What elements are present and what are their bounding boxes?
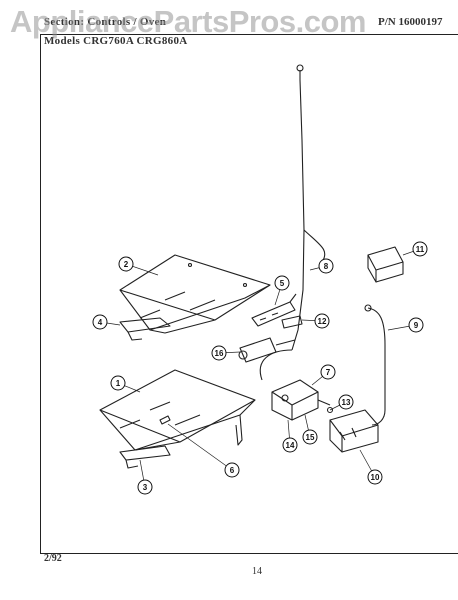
callout-6: 6 [224, 462, 240, 478]
svg-text:16: 16 [215, 349, 224, 358]
svg-text:12: 12 [318, 317, 327, 326]
callout-markers: 1 2 3 4 5 6 7 8 9 10 11 12 13 14 15 16 [92, 241, 428, 495]
svg-text:4: 4 [98, 318, 103, 327]
svg-text:13: 13 [342, 398, 351, 407]
callout-9: 9 [408, 317, 424, 333]
part-capillary-tube [291, 64, 326, 351]
part-screw [159, 415, 171, 425]
svg-text:6: 6 [230, 466, 235, 475]
callout-4: 4 [92, 314, 108, 330]
part-upper-baffle [119, 254, 271, 334]
part-burner-orifice [281, 315, 303, 329]
part-igniter [251, 293, 297, 327]
svg-text:7: 7 [326, 368, 331, 377]
callout-15: 15 [302, 429, 318, 445]
svg-text:2: 2 [124, 260, 129, 269]
svg-text:10: 10 [371, 473, 380, 482]
svg-text:14: 14 [286, 441, 295, 450]
svg-text:15: 15 [306, 433, 315, 442]
part-gas-valve [259, 349, 331, 421]
callout-8: 8 [318, 258, 334, 274]
svg-text:9: 9 [414, 321, 419, 330]
part-bracket-3 [119, 445, 171, 469]
diagram-frame [40, 34, 458, 554]
callout-1: 1 [110, 375, 126, 391]
part-thermostat [326, 406, 379, 453]
callout-2: 2 [118, 256, 134, 272]
svg-text:11: 11 [416, 245, 425, 254]
callout-7: 7 [320, 364, 336, 380]
svg-text:1: 1 [116, 379, 121, 388]
callout-5: 5 [274, 275, 290, 291]
header-models: Models CRG760A CRG860A [44, 35, 188, 47]
callout-14: 14 [282, 437, 298, 453]
svg-text:5: 5 [280, 279, 285, 288]
callout-3: 3 [137, 479, 153, 495]
svg-text:3: 3 [143, 483, 148, 492]
part-supply-tube [364, 304, 386, 426]
watermark-logo: AppliancePartsPros.com [10, 4, 366, 39]
part-terminal-block [367, 246, 404, 283]
callout-16: 16 [211, 345, 227, 361]
callout-13: 13 [338, 394, 354, 410]
callout-10: 10 [367, 469, 383, 485]
header-section-title: Section: Controls / Oven [44, 16, 167, 28]
footer-page-number: 14 [252, 566, 262, 577]
header-part-number: P/N 16000197 [378, 16, 443, 28]
footer-date: 2/92 [44, 553, 62, 564]
part-bracket-4 [119, 317, 171, 341]
callout-12: 12 [314, 313, 330, 329]
callout-11: 11 [412, 241, 428, 257]
svg-text:8: 8 [324, 262, 329, 271]
